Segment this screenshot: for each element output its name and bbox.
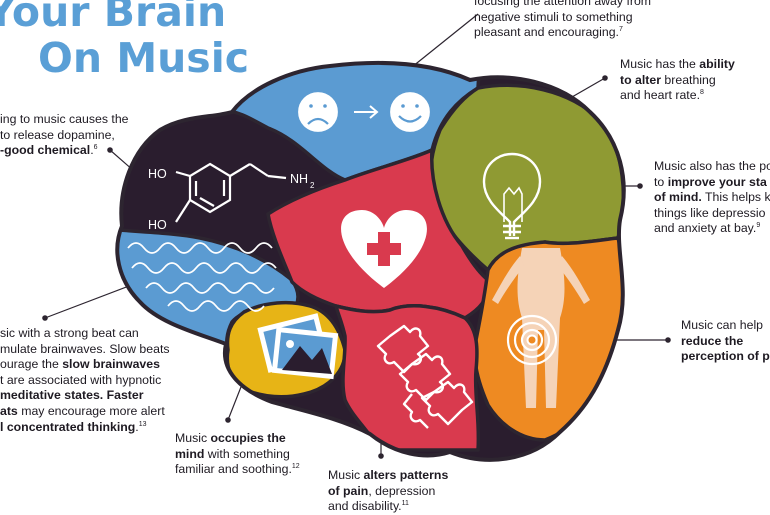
- note-alters-pre: Music: [328, 468, 364, 482]
- note-dopamine-line1: ing to music causes the: [0, 112, 129, 126]
- note-attention-line3: pleasant and encouraging.: [474, 25, 619, 40]
- note-pain-bold3: perception of p: [681, 349, 770, 364]
- note-brainwaves-line4: t are associated with hypnotic: [0, 372, 162, 387]
- note-attention-ref: 7: [618, 26, 623, 34]
- note-breathing-pre: Music has the: [620, 57, 700, 71]
- note-breathing: Music has the ability to alter breathing…: [620, 57, 735, 104]
- note-mood-pre2: to: [654, 174, 668, 189]
- note-brainwaves-bold7: l concentrated thinking: [0, 419, 136, 434]
- body-pain-target-icon: [492, 248, 590, 408]
- sad-face-icon: [295, 89, 341, 135]
- note-pain-bold2: reduce the: [681, 333, 744, 348]
- note-occupies-line3: familiar and soothing.: [175, 462, 292, 477]
- note-brainwaves-bold6: ats: [0, 403, 18, 418]
- note-dopamine-ref: 6: [93, 144, 98, 152]
- note-mood-line5: and anxiety at bay.: [654, 221, 757, 236]
- note-occupies-bold2: mind: [175, 446, 205, 461]
- note-brainwaves-bold5a: meditative states.: [0, 388, 104, 403]
- arrow-right-icon: [354, 105, 379, 119]
- note-alters-bold1: alters patterns: [363, 468, 449, 482]
- note-brainwaves: sic with a strong beat can mulate brainw…: [0, 326, 170, 435]
- heart-plus-icon: [341, 210, 427, 288]
- note-mood-line4: things like depressio: [654, 205, 766, 220]
- photo-icon: [257, 313, 339, 380]
- note-occupies-bold1: occupies the: [210, 431, 286, 445]
- note-dopamine: ing to music causes the to release dopam…: [0, 112, 129, 159]
- note-alters-line3: and disability.: [328, 499, 402, 514]
- title-line-1: Your Brain: [0, 0, 227, 36]
- note-dopamine-post: .: [90, 143, 94, 158]
- dopamine-molecule-icon: HO HO NH 2: [148, 162, 315, 232]
- note-dopamine-line2: to release dopamine,: [0, 127, 115, 142]
- note-pain-line1: Music can help: [681, 318, 764, 332]
- note-breathing-post: breathing: [661, 72, 716, 87]
- note-mood: Music also has the po to improve your st…: [654, 159, 770, 237]
- brainwave-icon: [127, 242, 277, 312]
- note-brainwaves-bold5b: Faster: [103, 388, 144, 403]
- lightbulb-icon: [482, 152, 542, 240]
- note-brainwaves-post7: .: [135, 419, 139, 434]
- note-brainwaves-bold3: slow brainwaves: [62, 357, 160, 372]
- note-mood-bold3: of mind.: [654, 190, 702, 205]
- note-brainwaves-post6: may encourage more alert: [17, 403, 165, 418]
- title-line-2: On Music: [38, 34, 250, 82]
- note-dopamine-bold: -good chemical: [0, 143, 91, 158]
- note-attention-line1: focusing the attention away from: [474, 0, 652, 8]
- note-attention: focusing the attention away from negativ…: [474, 0, 651, 41]
- puzzle-icon: [376, 324, 474, 429]
- note-occupies-post2: with something: [204, 446, 290, 461]
- happy-face-icon: [387, 89, 433, 135]
- note-brainwaves-line2: mulate brainwaves. Slow beats: [0, 341, 170, 356]
- molecule-nh: NH: [290, 172, 308, 186]
- molecule-ho-bottom: HO: [148, 218, 167, 232]
- note-occupies: Music occupies the mind with something f…: [175, 431, 300, 478]
- note-occupies-pre: Music: [175, 431, 211, 445]
- note-pain-perception: Music can help reduce the perception of …: [681, 318, 770, 365]
- note-mood-post3: This helps k: [701, 190, 770, 205]
- note-occupies-ref: 12: [291, 463, 300, 471]
- note-alters-ref: 11: [401, 500, 409, 508]
- note-brainwaves-line1: sic with a strong beat can: [0, 326, 139, 340]
- note-brainwaves-ref: 13: [138, 420, 147, 428]
- note-mood-ref: 9: [756, 222, 761, 230]
- note-breathing-bold1: ability: [699, 57, 735, 71]
- note-breathing-line3: and heart rate.: [620, 88, 700, 103]
- note-alters-bold2: of pain: [328, 483, 369, 498]
- note-mood-line1: Music also has the po: [654, 159, 770, 173]
- note-alters: Music alters patterns of pain, depressio…: [328, 468, 448, 515]
- note-breathing-ref: 8: [699, 89, 704, 97]
- note-brainwaves-pre3: ourage the: [0, 357, 63, 372]
- note-attention-line2: negative stimuli to something: [474, 9, 633, 24]
- note-breathing-bold2: to alter: [620, 72, 661, 87]
- molecule-nh-sub: 2: [310, 181, 315, 190]
- molecule-ho-top: HO: [148, 167, 167, 181]
- note-alters-post2: , depression: [368, 483, 436, 498]
- note-mood-bold2: improve your sta: [667, 174, 767, 189]
